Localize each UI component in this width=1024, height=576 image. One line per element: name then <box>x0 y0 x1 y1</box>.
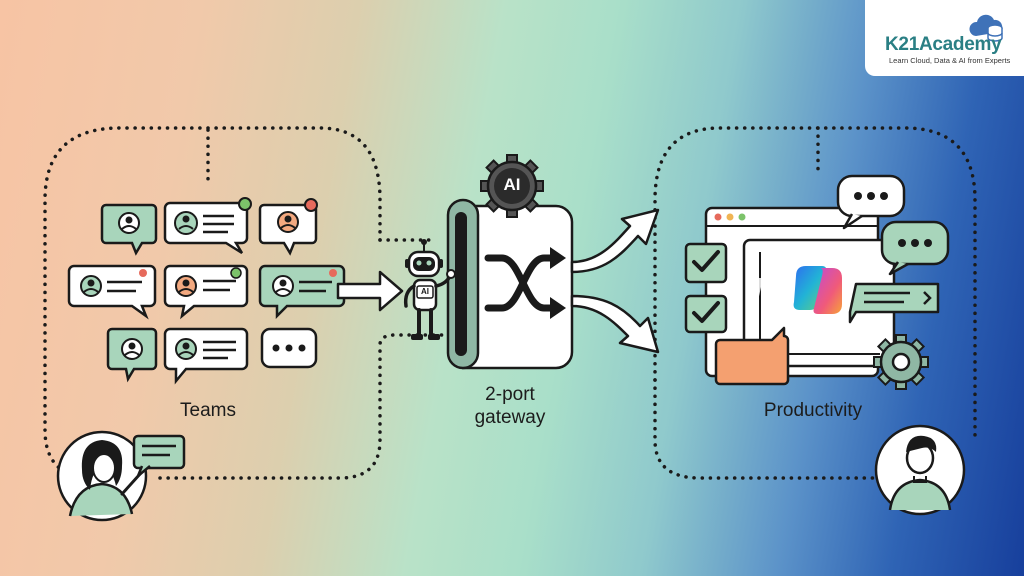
dotted-connector-left <box>43 126 457 480</box>
dotted-connector-right <box>653 126 977 480</box>
chat-bubble-avatar <box>100 203 158 256</box>
window-dot-yellow <box>726 213 734 221</box>
teams-label: Teams <box>180 400 236 421</box>
person-avatar-man <box>874 424 966 516</box>
ai-gear-icon <box>480 154 544 218</box>
gateway-scroll <box>446 198 574 370</box>
robot-icon <box>403 239 456 340</box>
chat-bubble-avatar <box>258 198 318 256</box>
chat-bubble-highlighted <box>258 264 346 320</box>
typing-indicator-bubble <box>260 327 318 369</box>
chat-bubble-avatar <box>106 327 158 383</box>
brand-name: K21Academy <box>885 34 1002 55</box>
checklist-icon <box>684 242 728 334</box>
chat-bubble-message <box>67 264 157 320</box>
chat-bubble-message <box>163 264 249 320</box>
message-bubble-green <box>848 282 940 324</box>
arrow-teams-to-gateway <box>336 270 404 312</box>
speech-bubble-ellipsis-green <box>880 220 950 276</box>
robot-chest-label: AI <box>421 287 429 296</box>
speech-bubble-ellipsis-top <box>836 174 906 230</box>
teams-chat-grid <box>67 197 346 385</box>
window-dot-red <box>714 213 722 221</box>
gateway-label-line2: gateway <box>474 407 546 428</box>
arrow-gateway-to-productivity-lower <box>570 294 660 354</box>
chat-bubble-message <box>163 327 249 385</box>
shuffle-icon <box>484 254 558 312</box>
productivity-label: Productivity <box>763 400 863 421</box>
cloud-database-icon <box>969 14 1003 42</box>
status-dot-green <box>238 197 252 211</box>
chat-bubble-message <box>163 197 252 255</box>
ai-badge-label: AI <box>503 175 521 194</box>
settings-gear-icon <box>873 334 929 390</box>
window-dot-green <box>738 213 746 221</box>
message-bubble-small <box>132 434 186 478</box>
brand-tagline: Learn Cloud, Data & AI from Experts <box>889 56 1011 65</box>
copilot-logo-icon <box>749 266 842 314</box>
gateway-label-line1: 2-port <box>485 384 535 405</box>
message-bubble-orange <box>714 326 790 386</box>
person-avatar-woman <box>56 430 186 522</box>
arrow-gateway-to-productivity-upper <box>570 208 660 274</box>
status-dot-red <box>304 198 318 212</box>
brand-logo: K21Academy Learn Cloud, Data & AI from E… <box>865 0 1024 76</box>
